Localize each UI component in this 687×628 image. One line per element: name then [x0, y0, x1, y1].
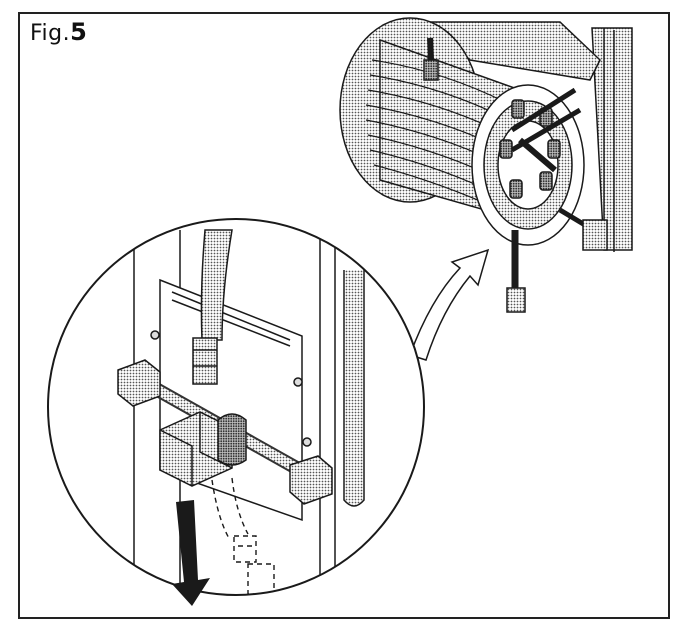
hose-reel-assembly: [339, 17, 633, 313]
figure-label-prefix: Fig.: [30, 21, 71, 46]
curved-arrow-icon: [409, 248, 490, 361]
figure-label-number: 5: [70, 18, 88, 46]
detail-circle: [47, 218, 425, 596]
figure-label: Fig.5: [30, 18, 87, 46]
down-arrow-icon: [172, 500, 210, 606]
